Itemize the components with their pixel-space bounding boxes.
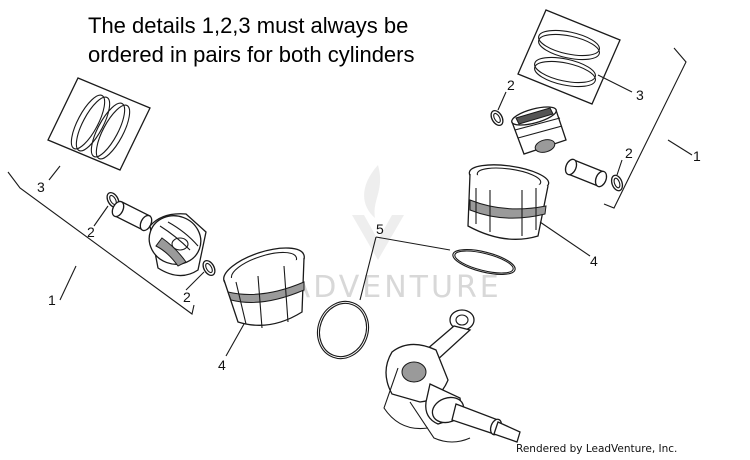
circlip-left-lower	[202, 259, 216, 277]
callout-3-right: 3	[636, 87, 644, 103]
o-ring-upper	[452, 249, 516, 275]
bracket-right	[603, 47, 693, 209]
o-ring-lower	[316, 300, 370, 360]
circlip-right-upper	[490, 109, 504, 127]
callout-3-left: 3	[37, 179, 45, 195]
callout-2-left-upper: 2	[87, 224, 95, 240]
crankshaft	[383, 309, 521, 443]
piston-right	[511, 106, 567, 155]
callout-2-right: 2	[625, 145, 633, 161]
callout-1-left: 1	[48, 292, 56, 308]
piston-pin-right	[564, 158, 608, 188]
piston-ring-set-left	[47, 77, 151, 171]
callout-1-right: 1	[693, 148, 701, 164]
render-credit: Rendered by LeadVenture, Inc.	[516, 443, 677, 455]
note-line-1: The details 1,2,3 must always be	[88, 13, 408, 38]
callout-2-top-right: 2	[507, 77, 515, 93]
callout-4-left: 4	[218, 357, 226, 373]
note-line-2: ordered in pairs for both cylinders	[88, 42, 415, 67]
piston-left	[148, 213, 207, 277]
circlip-right-lower	[610, 174, 624, 192]
piston-pin-left	[111, 200, 153, 232]
watermark-logo	[352, 165, 404, 260]
callout-5: 5	[376, 221, 384, 237]
piston-ring-set-right	[517, 9, 621, 105]
cylinder-liner-left	[223, 247, 305, 329]
cylinder-liner-right	[467, 164, 550, 240]
leader-lines	[48, 74, 633, 357]
callout-2-left-lower: 2	[183, 289, 191, 305]
callout-4-right: 4	[590, 253, 598, 269]
leader-5	[359, 236, 451, 301]
bracket-left	[7, 171, 195, 315]
